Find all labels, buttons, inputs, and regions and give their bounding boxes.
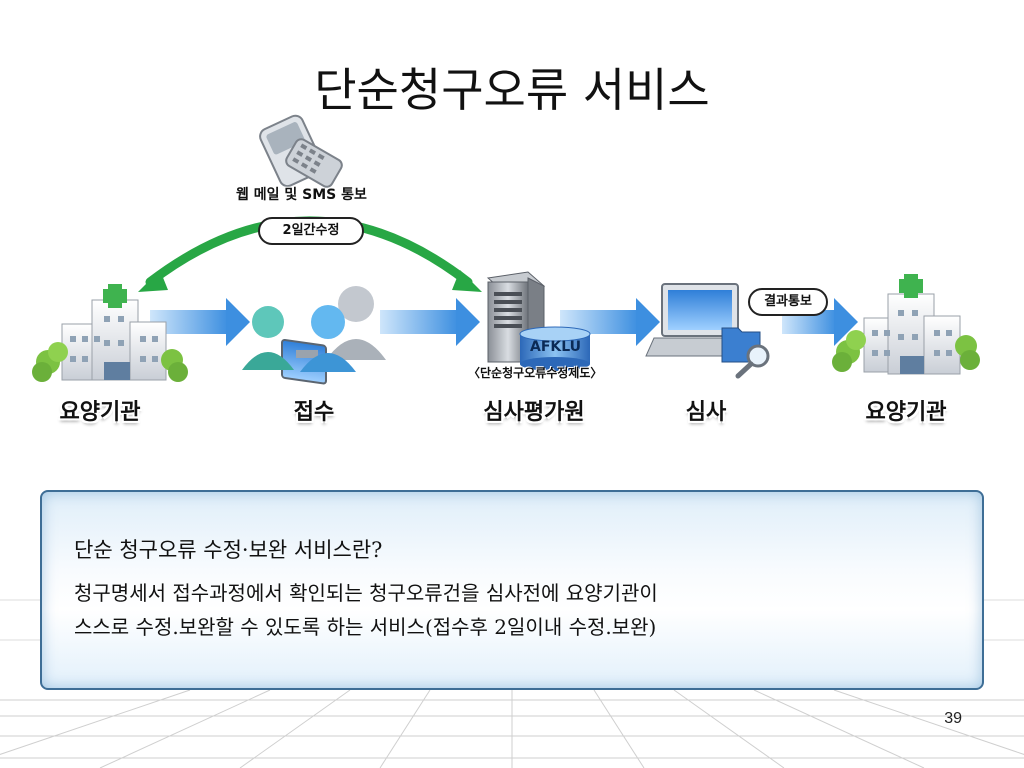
info-body: 청구명세서 접수과정에서 확인되는 청구오류건을 심사전에 요양기관이 스스로 … bbox=[74, 576, 954, 644]
hospital-icon-right bbox=[832, 274, 980, 375]
node-label-review: 심사 bbox=[685, 400, 727, 425]
correction-period-pill: 2일간수정 bbox=[258, 217, 364, 245]
page-number: 39 bbox=[944, 710, 962, 727]
reception-staff-icon bbox=[242, 286, 386, 385]
afklu-label: AFKLU bbox=[530, 339, 582, 355]
node-label-hira: 심사평가원 bbox=[483, 400, 585, 425]
mobile-phone-icon bbox=[259, 114, 343, 188]
info-heading: 단순 청구오류 수정·보완 서비스란? bbox=[74, 538, 383, 562]
afklu-subtitle: 〈단순청구오류수정제도〉 bbox=[468, 366, 603, 380]
info-line-2: 스스로 수정.보완할 수 있도록 하는 서비스(접수후 2일이내 수정.보완) bbox=[74, 615, 657, 639]
node-label-hospital-left: 요양기관 bbox=[59, 400, 141, 425]
node-label-hospital-right: 요양기관 bbox=[865, 400, 947, 425]
notify-label: 웹 메일 및 SMS 통보 bbox=[236, 187, 367, 203]
afklu-database-icon bbox=[519, 326, 591, 371]
flow-arrow-1 bbox=[150, 298, 250, 346]
process-diagram bbox=[32, 114, 980, 385]
laptop-review-icon bbox=[645, 283, 770, 379]
info-line-1: 청구명세서 접수과정에서 확인되는 청구오류건을 심사전에 요양기관이 bbox=[74, 581, 658, 605]
slide-title: 단순청구오류 서비스 bbox=[314, 63, 710, 117]
flow-arrow-2 bbox=[380, 298, 480, 346]
service-description-box: 단순 청구오류 수정·보완 서비스란? 청구명세서 접수과정에서 확인되는 청구… bbox=[40, 490, 984, 690]
node-label-reception: 접수 bbox=[293, 400, 335, 425]
flow-arrow-3 bbox=[560, 298, 660, 346]
hospital-icon-left bbox=[32, 284, 188, 382]
result-notice-pill: 결과통보 bbox=[748, 288, 828, 316]
